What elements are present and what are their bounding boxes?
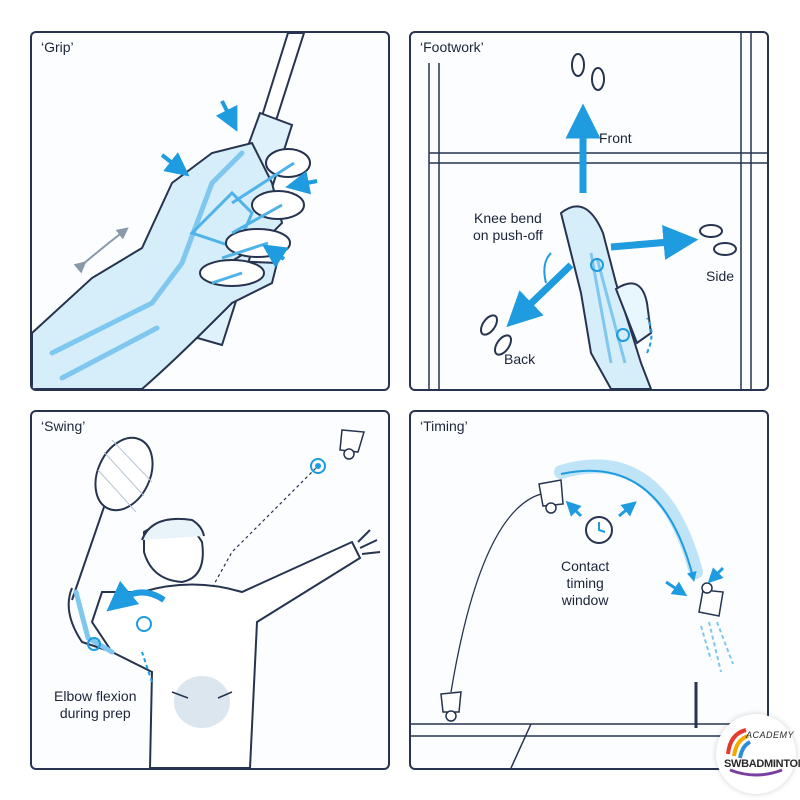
contact-timing-line-3: window bbox=[561, 592, 609, 608]
academy-logo: ACADEMY SWBADMINTON bbox=[716, 714, 800, 794]
footprint-icon bbox=[480, 53, 737, 356]
elbow-flexion-label: Elbow flexion during prep bbox=[54, 688, 137, 722]
logo-text-top: ACADEMY bbox=[746, 730, 795, 740]
court-lines bbox=[411, 682, 767, 768]
timing-illustration bbox=[411, 459, 767, 768]
footwork-panel: ‘Footwork’ Front Side Back Knee bend on … bbox=[409, 31, 769, 391]
shuttlecock-icon bbox=[440, 479, 734, 722]
grip-panel: ‘Grip’ bbox=[30, 31, 390, 391]
contact-timing-label: Contact timing window bbox=[561, 558, 609, 609]
clock-icon bbox=[585, 516, 613, 544]
arrow-icon bbox=[106, 580, 233, 699]
panel-title: ‘Footwork’ bbox=[420, 39, 484, 55]
arrow-icon bbox=[565, 500, 725, 597]
hand-xray bbox=[32, 141, 311, 389]
elbow-flexion-line-2: during prep bbox=[59, 705, 131, 721]
panel-title: ‘Swing’ bbox=[41, 418, 86, 434]
contact-timing-line-2: timing bbox=[566, 575, 604, 591]
leg-xray bbox=[543, 205, 653, 389]
court-lines bbox=[428, 33, 767, 389]
logo-mark-icon bbox=[726, 728, 783, 777]
contact-timing-line-1: Contact bbox=[561, 558, 610, 574]
racket-icon bbox=[71, 436, 154, 601]
arrow-icon bbox=[73, 100, 318, 274]
elbow-flexion-line-1: Elbow flexion bbox=[54, 688, 137, 704]
timing-panel: ‘Timing’ Contact timing window bbox=[409, 410, 769, 770]
player-figure bbox=[67, 518, 381, 768]
shuttlecock-icon bbox=[310, 429, 365, 474]
grip-illustration bbox=[32, 33, 318, 389]
panel-title: ‘Timing’ bbox=[420, 418, 468, 434]
panel-title: ‘Grip’ bbox=[41, 39, 74, 55]
logo-text-bottom: SWBADMINTON bbox=[724, 758, 800, 770]
shuttle-trajectory bbox=[450, 493, 542, 693]
knee-bend-line-1: Knee bend bbox=[474, 210, 542, 226]
knee-bend-label: Knee bend on push-off bbox=[473, 210, 543, 244]
swing-illustration bbox=[67, 429, 381, 768]
side-label: Side bbox=[706, 268, 735, 284]
knee-bend-line-2: on push-off bbox=[473, 227, 543, 243]
contact-window-band bbox=[554, 459, 703, 579]
front-label: Front bbox=[599, 130, 632, 146]
back-label: Back bbox=[504, 351, 536, 367]
arrow-icon bbox=[506, 103, 699, 328]
footwork-illustration bbox=[428, 33, 767, 389]
swing-panel: ‘Swing’ Elbow flexion during prep bbox=[30, 410, 390, 770]
